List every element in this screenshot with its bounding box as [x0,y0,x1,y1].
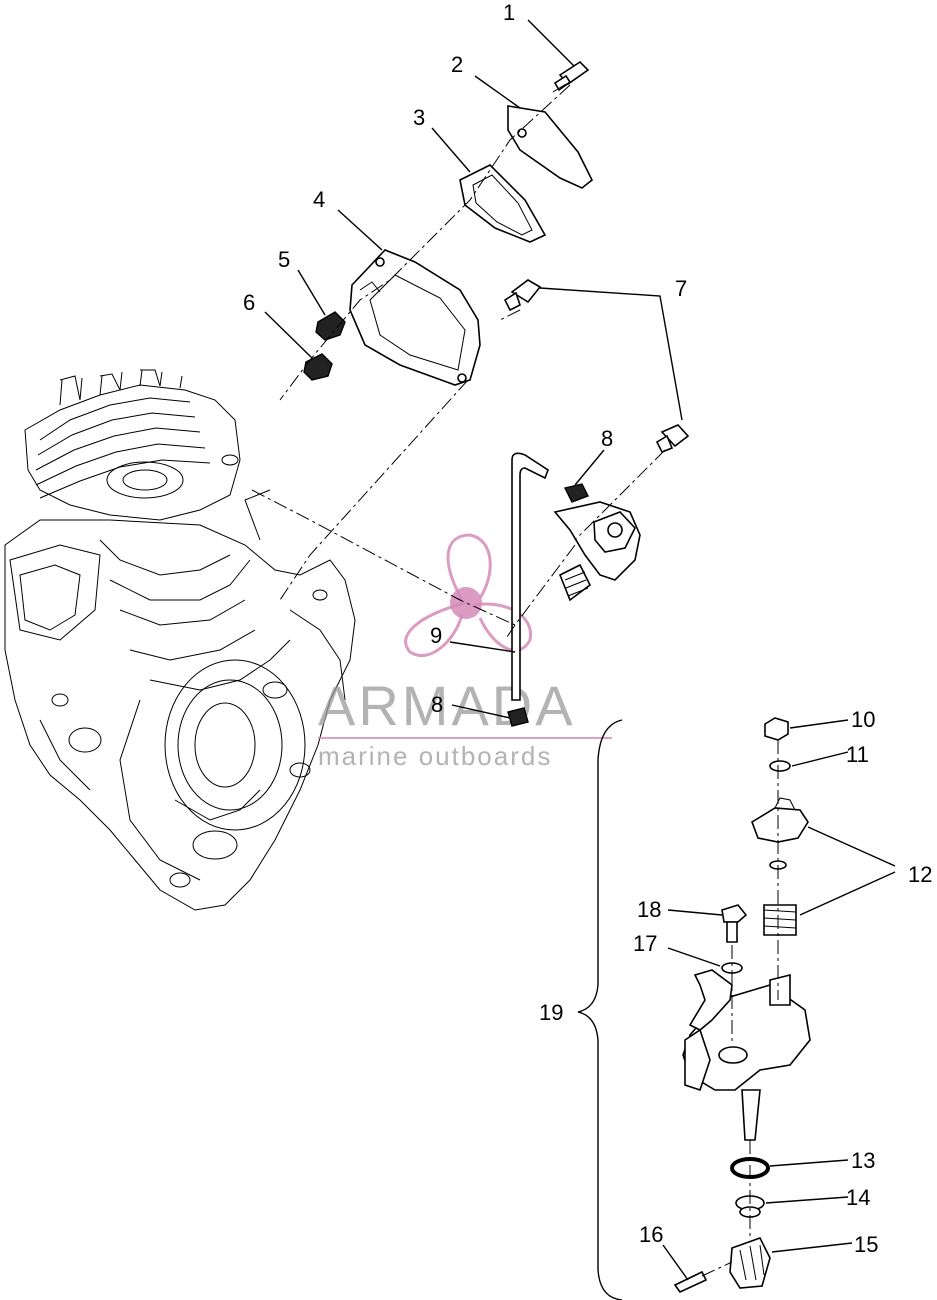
watermark-brand: ARMADA [318,674,576,737]
armada-watermark: ARMADA marine outboards [318,533,612,771]
propeller-hub-icon [450,587,482,619]
part-2-cover-plate [507,105,594,189]
callout-8-upper: 8 [601,426,613,451]
callout-12: 12 [908,862,932,887]
part-7-fitting-lower [655,424,690,454]
part-12-lever-plate [751,797,809,870]
callout-numbers: 1 2 3 4 5 6 7 8 9 8 10 11 12 18 17 19 13… [243,0,932,1257]
part-1-bolt [552,60,590,93]
part-8-clamp-upper [563,483,589,503]
callout-7: 7 [675,276,687,301]
part-8-clamp-lower [507,707,529,727]
callout-15: 15 [854,1232,878,1257]
callout-6: 6 [243,290,255,315]
callout-2: 2 [451,52,463,77]
group-bracket-19 [577,719,623,1300]
part-11-washer [769,760,791,772]
callout-4: 4 [313,187,325,212]
callout-10: 10 [851,707,875,732]
part-10-nut [764,717,789,741]
callout-3: 3 [413,105,425,130]
propeller-logo-icon [404,533,532,658]
callout-17: 17 [633,931,657,956]
callout-11: 11 [846,742,869,767]
oil-pump-body [682,969,811,1141]
leader-lines [264,19,896,1281]
part-9-hose [511,452,549,701]
callout-5: 5 [278,247,290,272]
part-18-bolt [721,904,748,943]
callout-1: 1 [503,0,515,25]
fuel-pump-assembly [553,501,641,602]
part-6-fitting [303,353,333,381]
part-4-reed-housing [349,249,481,386]
engine-block-illustration [4,369,356,911]
callout-13: 13 [851,1148,875,1173]
callout-19: 19 [539,1000,563,1025]
part-16-pin [673,1270,708,1294]
part-15-drive-gear [729,1237,771,1289]
part-12-spring [763,904,797,936]
callout-8-lower: 8 [431,692,443,717]
part-3-gasket [459,164,547,243]
callout-16: 16 [639,1222,663,1247]
part-7-fitting-upper [503,279,542,312]
part-5-fitting [315,311,346,341]
callout-18: 18 [637,897,661,922]
assembly-guide-lines [251,84,779,1277]
callout-9: 9 [430,623,442,648]
watermark-tagline: marine outboards [318,741,552,771]
callout-14: 14 [846,1185,870,1210]
